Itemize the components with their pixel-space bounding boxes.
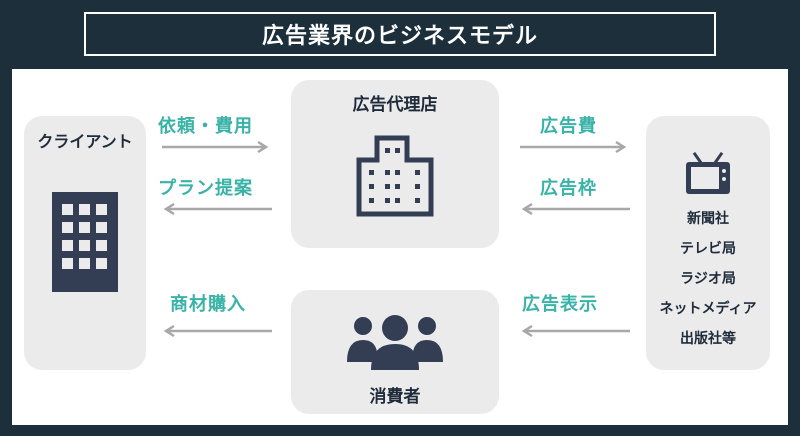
media-item-radio: ラジオ局 bbox=[680, 271, 736, 287]
arrow-consumer-to-client bbox=[162, 324, 272, 338]
media-item-web: ネットメディア bbox=[659, 301, 757, 317]
flow-label-purchase: 商材購入 bbox=[170, 294, 246, 315]
flow-label-ad-display: 広告表示 bbox=[522, 294, 598, 315]
flow-label-request-fee: 依頼・費用 bbox=[158, 116, 253, 137]
media-item-tv: テレビ局 bbox=[680, 241, 736, 257]
office-building-icon bbox=[52, 192, 118, 292]
agency-node: 広告代理店 bbox=[291, 80, 499, 248]
agency-label: 広告代理店 bbox=[352, 95, 438, 115]
television-icon bbox=[686, 151, 730, 194]
building-icon bbox=[356, 135, 434, 217]
people-group-icon bbox=[347, 315, 443, 370]
arrow-media-to-agency bbox=[520, 202, 630, 216]
flow-label-plan-proposal: プラン提案 bbox=[158, 178, 253, 199]
client-label: クライアント bbox=[37, 132, 133, 151]
consumer-node: 消費者 bbox=[291, 290, 499, 414]
flow-label-ad-fee: 広告費 bbox=[540, 116, 597, 137]
media-node: 新聞社 テレビ局 ラジオ局 ネットメディア 出版社等 bbox=[646, 116, 770, 370]
consumer-label: 消費者 bbox=[369, 387, 421, 407]
media-item-publisher: 出版社等 bbox=[680, 331, 736, 347]
arrow-agency-to-media bbox=[520, 140, 630, 154]
arrow-client-to-agency bbox=[162, 140, 272, 154]
arrow-media-to-consumer bbox=[520, 324, 630, 338]
flow-label-ad-slot: 広告枠 bbox=[540, 178, 597, 199]
client-node: クライアント bbox=[24, 116, 146, 370]
arrow-agency-to-client bbox=[162, 202, 272, 216]
media-item-newspaper: 新聞社 bbox=[687, 211, 729, 227]
page-title: 広告業界のビジネスモデル bbox=[84, 12, 716, 56]
